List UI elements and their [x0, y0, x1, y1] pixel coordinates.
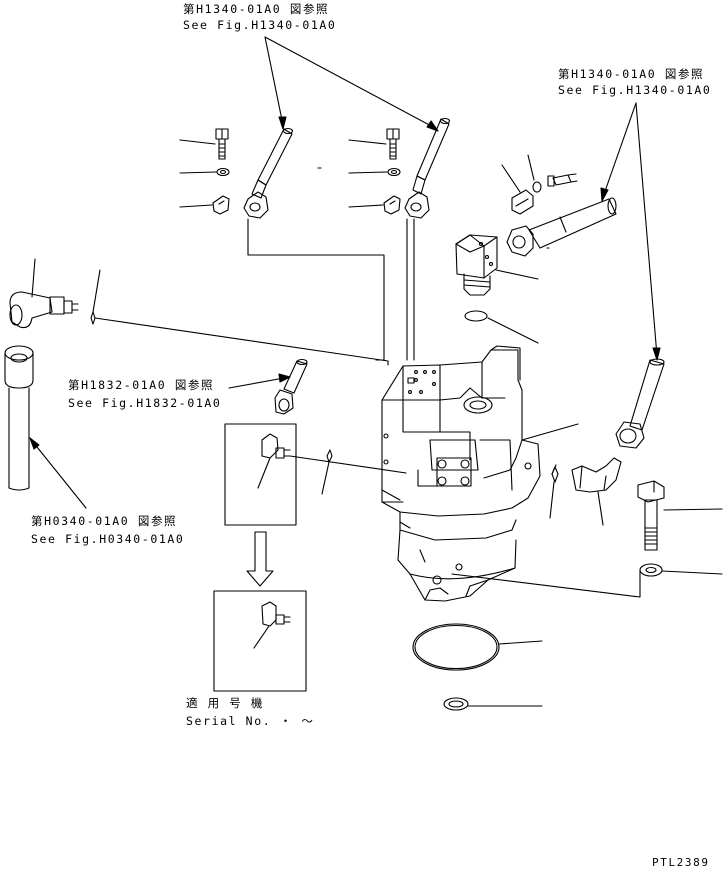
seal-small [444, 698, 542, 710]
leader-mid-left [229, 374, 290, 388]
ref-top-right-en: See Fig.H1340-01A0 [558, 83, 712, 97]
leader-top-right [601, 103, 660, 360]
ref-top-right-jp: 第H1340-01A0 図参照 [558, 67, 705, 81]
serial-label-en: Serial No. ・ ～ [186, 714, 315, 728]
leader-bottom-left [30, 438, 86, 508]
bolt-right [638, 481, 722, 550]
ref-bottom-left-jp: 第H0340-01A0 図参照 [31, 514, 178, 528]
fitting-box-upper [225, 424, 406, 525]
bolt-top-center [349, 129, 400, 214]
hose-right [616, 359, 664, 448]
elbow-right [550, 458, 621, 525]
swing-motor-body [382, 346, 640, 601]
o-ring-large [413, 624, 542, 670]
hose-top-center [405, 119, 450, 219]
flange-bolt-right [502, 155, 616, 256]
ref-mid-left-jp: 第H1832-01A0 図参照 [68, 378, 215, 392]
pipe-left [5, 346, 33, 490]
washer-right [640, 564, 722, 576]
bolt-top-left [180, 129, 229, 214]
hose-top-left [244, 129, 293, 219]
elbow-fitting [456, 235, 538, 295]
o-ring-small [465, 311, 538, 343]
fitting-box-arrow [247, 532, 273, 586]
serial-label-jp: 適 用 号 機 [186, 696, 264, 710]
ref-mid-left-en: See Fig.H1832-01A0 [68, 396, 222, 410]
leader-top-center [265, 37, 438, 131]
drawing-code: PTL2389 [652, 856, 710, 869]
hose-mid-left [275, 360, 307, 415]
ref-bottom-left-en: See Fig.H0340-01A0 [31, 532, 185, 546]
fitting-box-lower [214, 591, 306, 691]
o-ring-left [322, 450, 332, 494]
ref-top-center-jp: 第H1340-01A0 図参照 [183, 2, 330, 16]
ref-top-center-en: See Fig.H1340-01A0 [183, 18, 337, 32]
left-elbow [10, 259, 388, 365]
